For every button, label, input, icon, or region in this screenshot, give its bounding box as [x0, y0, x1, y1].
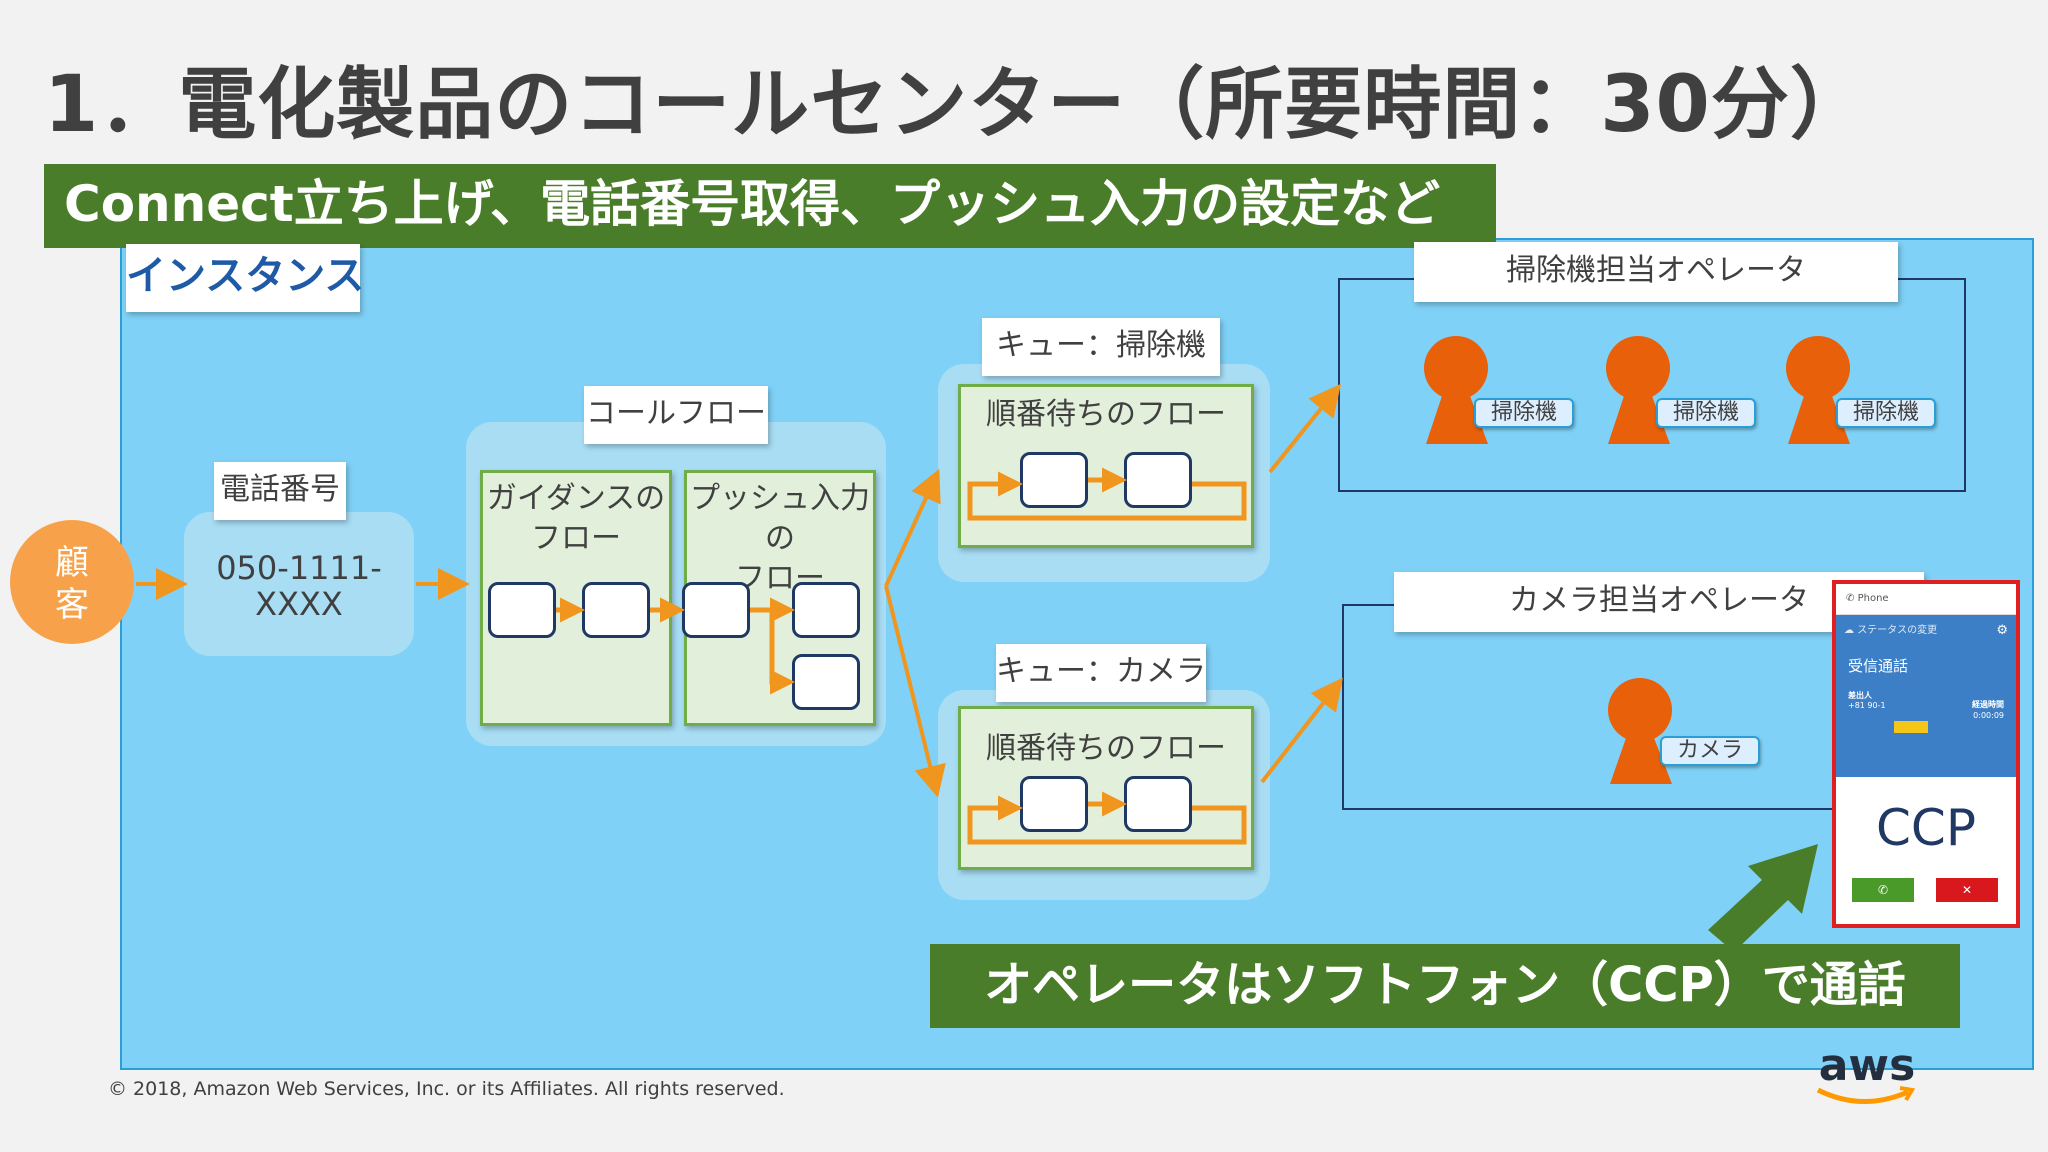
phone-label: 電話番号 — [214, 462, 346, 520]
aws-smile-icon — [1816, 1086, 1916, 1104]
operator-tag: 掃除機 — [1474, 398, 1574, 428]
arrow-flow-to-queue-vacuum — [884, 468, 941, 587]
ccp-softphone: ✆ Phone ☁ ステータスの変更 ⚙ 受信通話 差出人 +81 90-1 経… — [1832, 580, 2020, 928]
queue-vacuum-label: キュー：掃除機 — [982, 318, 1220, 376]
gear-icon[interactable]: ⚙ — [1996, 623, 2008, 638]
arrow-queue-to-vacuum-operators — [1268, 383, 1342, 474]
ccp-header: ✆ Phone — [1836, 584, 2016, 615]
guidance-flow-line2: フロー — [531, 521, 621, 556]
operator-figures — [1424, 336, 1850, 784]
copyright-text: © 2018, Amazon Web Services, Inc. or its… — [108, 1078, 785, 1100]
arrow-queue-to-camera-operators — [1260, 677, 1343, 784]
operator-person-icon — [1424, 336, 1488, 444]
phone-number-line1: 050-1111- — [216, 549, 382, 587]
ccp-caller-label: 差出人 — [1848, 691, 1872, 700]
redaction-mark — [1894, 721, 1928, 733]
ccp-elapsed: 0:00:09 — [1973, 711, 2004, 720]
flow-node — [1020, 452, 1088, 508]
flow-connectors — [556, 467, 1247, 845]
operator-person-icon — [1786, 336, 1850, 444]
flow-node — [792, 582, 860, 638]
aws-logo-text: aws — [1818, 1046, 1916, 1084]
flow-node — [582, 582, 650, 638]
phone-icon: ✆ — [1846, 593, 1855, 604]
guidance-flow-line1: ガイダンスの — [486, 481, 666, 516]
phone-accept-icon: ✆ — [1877, 883, 1889, 897]
flow-node — [1124, 776, 1192, 832]
customer-label-line1: 顧 — [55, 543, 89, 583]
phone-number-line2: XXXX — [255, 585, 343, 623]
customer-circle: 顧 客 — [10, 520, 134, 644]
vacuum-operator-label: 掃除機担当オペレータ — [1414, 242, 1898, 302]
ccp-incoming: 受信通話 — [1848, 657, 1909, 675]
push-flow-line1: プッシュ入力の — [690, 481, 870, 556]
operator-tag: 掃除機 — [1656, 398, 1756, 428]
ccp-status: ステータスの変更 — [1857, 625, 1938, 636]
flow-node — [488, 582, 556, 638]
ccp-banner: オペレータはソフトフォン（CCP）で通話 — [930, 944, 1960, 1028]
page-title: 1．電化製品のコールセンター（所要時間：30分） — [44, 60, 1869, 150]
customer-label-line2: 客 — [55, 585, 89, 625]
ccp-status-bar[interactable]: ☁ ステータスの変更 ⚙ — [1836, 615, 2016, 647]
main-arrows — [136, 383, 1343, 798]
phone-reject-icon: ✕ — [1961, 883, 1973, 897]
operator-tag: 掃除機 — [1836, 398, 1936, 428]
operator-person-icon — [1608, 678, 1672, 784]
phone-number-box: 050-1111- XXXX — [184, 512, 414, 656]
pointer-arrow-icon — [1708, 844, 1818, 952]
ccp-call-panel: 受信通話 差出人 +81 90-1 経過時間 0:00:09 — [1836, 647, 2016, 777]
aws-logo: aws — [1812, 1046, 1922, 1116]
call-flow-label: コールフロー — [584, 386, 768, 444]
ccp-caller-number: +81 90-1 — [1848, 701, 1886, 710]
queue-camera-label: キュー：カメラ — [996, 644, 1206, 702]
operator-tag: カメラ — [1660, 736, 1760, 766]
reject-call-button[interactable]: ✕ — [1936, 878, 1998, 902]
operator-person-icon — [1606, 336, 1670, 444]
ccp-tab[interactable]: Phone — [1857, 593, 1889, 604]
instance-label: インスタンス — [126, 244, 364, 312]
cloud-icon: ☁ — [1844, 625, 1854, 636]
queue-vacuum-flow-label: 順番待ちのフロー — [986, 397, 1226, 432]
ccp-elapsed-label: 経過時間 — [1972, 700, 2004, 709]
queue-camera-flow-label: 順番待ちのフロー — [986, 731, 1226, 766]
accept-call-button[interactable]: ✆ — [1852, 878, 1914, 902]
arrow-flow-to-queue-camera — [884, 585, 946, 798]
queue-vacuum-flow-box: 順番待ちのフロー — [958, 384, 1254, 548]
ccp-big-label: CCP — [1876, 799, 1976, 857]
subtitle-banner: Connect立ち上げ、電話番号取得、プッシュ入力の設定など — [44, 164, 1496, 248]
